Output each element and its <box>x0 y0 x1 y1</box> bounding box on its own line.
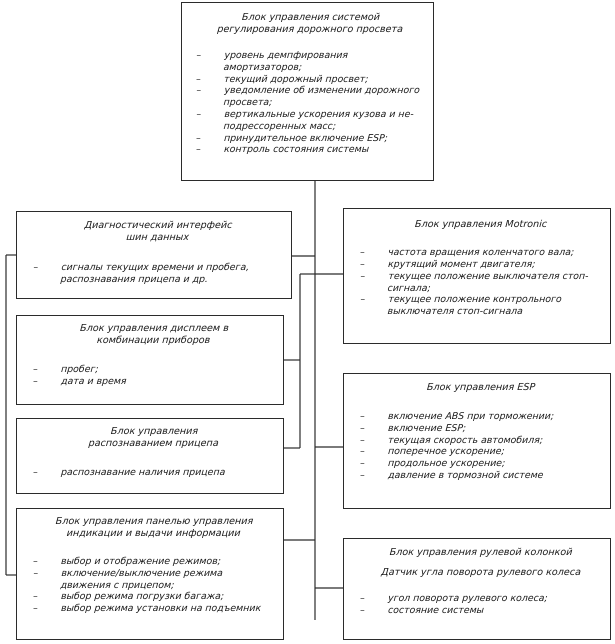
panel-control-block: Блок управления панелью управления индик… <box>16 508 284 640</box>
list-item: –уведомление об изменении дорожного прос… <box>196 85 421 109</box>
list-item: –текущее положение контрольного выключат… <box>360 294 563 317</box>
list-item: –продольное ускорение; <box>359 458 506 470</box>
trailer-recognition-block: Блок управления распознаванием прицепа –… <box>16 418 284 494</box>
list-item: –давление в тормозной системе <box>359 469 544 481</box>
suspension-block-title: Блок управления системой регулирования д… <box>216 12 404 35</box>
list-item: –пробег; <box>32 364 99 375</box>
list-item: –распознавание наличия прицепа <box>32 467 226 478</box>
esp-control-block: Блок управления ESP –включение ABS при т… <box>343 373 611 509</box>
motronic-control-block: Блок управления Motronic –частота вращен… <box>343 208 611 344</box>
steering-angle-sensor-title: Датчик угла поворота рулевого колеса <box>380 567 582 578</box>
list-item: –текущая скорость автомобиля; <box>359 434 544 446</box>
display-control-block: Блок управления дисплеем в комбинации пр… <box>16 315 284 405</box>
diagnostic-block-title: Диагностический интерфейс шин данных <box>84 220 233 243</box>
motronic-block-title: Блок управления Motronic <box>414 219 548 230</box>
list-item: –угол поворота рулевого колеса; <box>359 593 548 604</box>
suspension-control-block: Блок управления системой регулирования д… <box>181 2 434 181</box>
list-item: –принудительное включение ESP; <box>195 132 389 144</box>
diagnostic-interface-block: Диагностический интерфейс шин данных –си… <box>16 211 292 299</box>
list-item: –включение/выключение режима движения с … <box>33 567 224 591</box>
panel-block-title: Блок управления панелью управления индик… <box>55 516 254 539</box>
list-item: –состояние системы <box>359 604 485 616</box>
list-item: –крутящий момент двигателя; <box>359 258 536 270</box>
steering-block-title: Блок управления рулевой колонкой <box>389 547 573 558</box>
list-item: –сигналы текущих времени и пробега, расп… <box>33 262 250 285</box>
list-item: –выбор режима установки на подъемник <box>32 603 262 615</box>
steering-column-block: Блок управления рулевой колонкой Датчик … <box>343 538 611 640</box>
list-item: –контроль состояния системы <box>195 144 370 156</box>
list-item: –текущее положение выключателя стоп-сигн… <box>360 270 589 294</box>
list-item: –частота вращения коленчатого вала; <box>359 247 575 258</box>
list-item: –уровень демпфирования амортизаторов; <box>196 50 349 73</box>
list-item: –включение ABS при торможении; <box>359 411 555 422</box>
list-item: –поперечное ускорение; <box>359 446 506 458</box>
list-item: –вертикальные ускорения кузова и не-подр… <box>196 108 415 132</box>
list-item: –текущий дорожный просвет; <box>195 73 369 85</box>
list-item: –выбор и отображение режимов; <box>32 556 222 567</box>
list-item: –дата и время <box>32 375 127 387</box>
trailer-block-title: Блок управления распознаванием прицепа <box>88 426 220 449</box>
list-item: –включение ESP; <box>359 422 467 434</box>
esp-block-title: Блок управления ESP <box>426 382 536 393</box>
display-block-title: Блок управления дисплеем в комбинации пр… <box>79 323 230 346</box>
list-item: –выбор режима погрузки багажа; <box>32 591 225 603</box>
